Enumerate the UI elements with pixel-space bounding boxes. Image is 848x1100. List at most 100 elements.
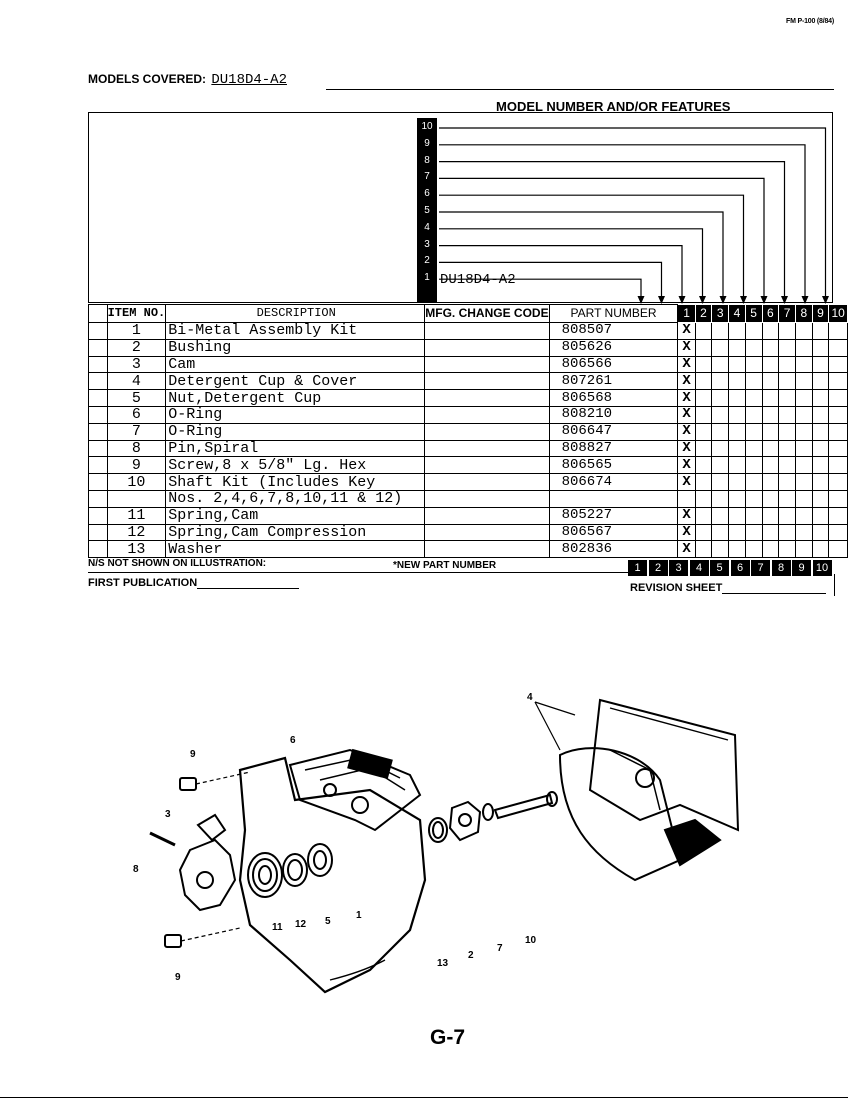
header-model-col: 2: [694, 304, 713, 323]
leader-arrow-icon: [719, 296, 727, 304]
models-rule: [326, 89, 834, 90]
row-mfg-change-code: [424, 422, 550, 441]
row-model-1-mark: X: [677, 372, 696, 391]
row-description: Spring,Cam: [165, 506, 426, 525]
row-item-no: 2: [106, 338, 167, 357]
parts-table: ITEM NO. DESCRIPTION MFG. CHANGE CODE PA…: [88, 304, 848, 559]
row-model-1-mark: X: [677, 405, 696, 424]
model-features-title: MODEL NUMBER AND/OR FEATURES: [496, 99, 731, 114]
model-leader-lines: [439, 127, 829, 304]
row-model-7-mark: [778, 439, 796, 458]
row-model-9-mark: [811, 540, 830, 559]
row-mfg-change-code: [424, 540, 550, 559]
row-description: Detergent Cup & Cover: [165, 372, 426, 391]
row-model-3-mark: [711, 473, 730, 491]
row-blank: [88, 322, 108, 340]
row-model-2-mark: [694, 456, 713, 475]
bottom-model-col: 1: [628, 560, 647, 576]
row-model-8-mark: [794, 355, 813, 374]
row-model-7-mark: [778, 540, 796, 559]
row-model-9-mark: [811, 422, 830, 441]
row-model-7-mark: [778, 456, 796, 475]
new-part-note: *NEW PART NUMBER: [393, 560, 497, 571]
row-model-2-mark: [694, 389, 713, 407]
row-model-2-mark: [694, 540, 713, 559]
row-model-1-mark: X: [677, 355, 696, 374]
row-item-no: 9: [106, 456, 167, 475]
page-number: G-7: [430, 1026, 466, 1049]
row-model-1-mark: X: [677, 389, 696, 407]
row-part-number: 808210: [548, 405, 679, 424]
row-model-7-mark: [778, 473, 796, 491]
model-slot-number: 3: [424, 238, 430, 250]
callout: 1: [356, 910, 362, 921]
row-model-1-mark: X: [677, 322, 696, 340]
row-model-3-mark: [711, 405, 730, 424]
callout: 11: [272, 922, 283, 933]
leader-arrow-icon: [678, 296, 686, 304]
callout: 4: [527, 692, 533, 703]
row-model-4-mark: [728, 389, 746, 407]
row-model-7-mark: [778, 523, 796, 542]
row-description: Washer: [165, 540, 426, 559]
row-blank: [88, 540, 108, 559]
model-slot-number: 2: [424, 255, 430, 267]
row-item-no: 11: [106, 506, 167, 525]
row-model-4-mark: [728, 489, 746, 508]
row-blank: [88, 338, 108, 357]
row-model-6-mark: [761, 473, 780, 491]
header-model-col: 6: [761, 304, 780, 323]
row-model-9-mark: [811, 439, 830, 458]
row-model-7-mark: [778, 355, 796, 374]
illustration-lines: [149, 698, 740, 994]
row-model-6-mark: [761, 540, 780, 559]
header-model-col: 1: [677, 304, 696, 323]
row-model-9-mark: [811, 506, 830, 525]
row-model-1-mark: [677, 489, 696, 508]
row-model-1-mark: X: [677, 523, 696, 542]
row-description: O-Ring: [165, 405, 426, 424]
housing-plate: [238, 756, 427, 994]
row-model-3-mark: [711, 439, 730, 458]
row-mfg-change-code: [424, 439, 550, 458]
row-model-3-mark: [711, 355, 730, 374]
model-slot-number: 7: [424, 171, 430, 183]
header-model-col: 7: [778, 304, 796, 323]
row-model-9-mark: [811, 489, 830, 508]
leader-arrow-icon: [637, 296, 645, 304]
row-model-2-mark: [694, 322, 713, 340]
row-model-2-mark: [694, 372, 713, 391]
callout: 7: [497, 943, 503, 954]
row-model-3-mark: [711, 338, 730, 357]
leader-line: [439, 127, 827, 303]
bottom-model-col: 5: [710, 560, 729, 576]
row-model-1-mark: X: [677, 540, 696, 559]
leader-line: [439, 278, 642, 303]
row-model-7-mark: [778, 506, 796, 525]
row-model-3-mark: [711, 523, 730, 542]
row-model-5-mark: [744, 338, 763, 357]
row-blank: [88, 355, 108, 374]
row-model-6-mark: [761, 523, 780, 542]
revision-sheet-label: REVISION SHEET: [630, 582, 723, 594]
bottom-model-col: 8: [771, 560, 791, 576]
row-mfg-change-code: [424, 523, 550, 542]
row-model-2-mark: [694, 405, 713, 424]
row-model-4-mark: [728, 405, 746, 424]
table-header-row: ITEM NO. DESCRIPTION MFG. CHANGE CODE PA…: [88, 304, 848, 323]
spiral-pin: [149, 831, 176, 847]
row-item-no: 5: [106, 389, 167, 407]
row-description: Bi-Metal Assembly Kit: [165, 322, 426, 340]
row-model-5-mark: [744, 540, 763, 559]
row-model-10-mark: [828, 389, 848, 407]
row-description: Shaft Kit (Includes Key: [165, 473, 426, 491]
row-model-7-mark: [778, 405, 796, 424]
row-model-10-mark: [828, 372, 848, 391]
row-model-6-mark: [761, 405, 780, 424]
row-model-3-mark: [711, 506, 730, 525]
row-model-2-mark: [694, 439, 713, 458]
form-id: FM P-100 (8/84): [786, 18, 834, 25]
row-model-2-mark: [694, 422, 713, 441]
